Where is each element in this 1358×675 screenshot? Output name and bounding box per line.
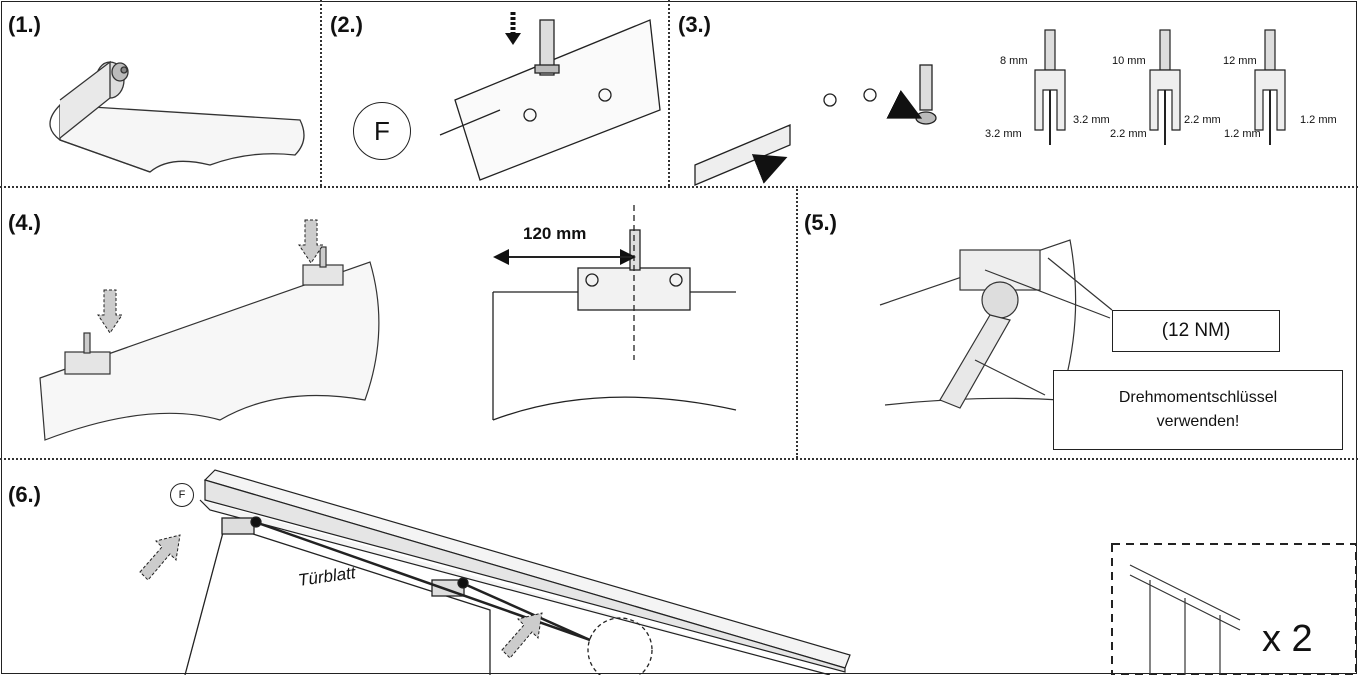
step6-multiplier: x 2 (1262, 618, 1313, 660)
step-6-label: (6.) (8, 482, 41, 507)
divider-1-2 (320, 0, 322, 186)
step3-v3-top: 12 mm (1223, 55, 1257, 67)
step6-push-arrows (139, 534, 543, 659)
step3-v2-left: 2.2 mm (1110, 128, 1147, 140)
step2-down-arrow (505, 12, 521, 45)
step1-roller-illustration (49, 60, 305, 173)
step3-v3-right: 1.2 mm (1300, 114, 1337, 126)
step-5-label: (5.) (804, 210, 837, 235)
step4-distance-label: 120 mm (523, 224, 587, 243)
step4-down-arrows (97, 219, 324, 334)
step2-clamp-illustration (439, 19, 661, 181)
step3-v3-left: 1.2 mm (1224, 128, 1261, 140)
step5-torque-box: (12 NM) (1112, 310, 1280, 352)
step5-note-line1: Drehmomentschlüssel (1118, 389, 1278, 406)
step6-marker-text: F (178, 489, 186, 501)
step6-inset-frame (1111, 543, 1357, 675)
step2-marker-circle: F (353, 102, 411, 160)
step5-torque-illustration (879, 239, 1113, 409)
step4-detail (492, 205, 737, 421)
step3-clamp-illustration (694, 64, 937, 186)
step-3-label: (3.) (678, 12, 711, 37)
step6-marker-circle: F (170, 483, 194, 507)
step6-inset-illustration (1129, 564, 1241, 675)
step3-v2-right: 2.2 mm (1184, 114, 1221, 126)
divider-row-2 (0, 458, 1358, 460)
step5-torque-text: (12 NM) (1161, 320, 1231, 341)
divider-row-1 (0, 186, 1358, 188)
step-4-label: (4.) (8, 210, 41, 235)
step4-glass-illustration (39, 246, 380, 441)
divider-2-3 (668, 0, 670, 186)
step-2-label: (2.) (330, 12, 363, 37)
step5-note-box: Drehmomentschlüssel verwenden! (1053, 370, 1343, 450)
step6-rail-illustration (199, 469, 851, 675)
step-1-label: (1.) (8, 12, 41, 37)
divider-4-5 (796, 186, 798, 458)
step3-v1-right: 3.2 mm (1073, 114, 1110, 126)
step5-note-line2: verwenden! (1156, 413, 1240, 430)
step2-marker-text: F (374, 115, 390, 146)
step3-profile-variants (1034, 29, 1286, 145)
step3-v1-left: 3.2 mm (985, 128, 1022, 140)
step3-v2-top: 10 mm (1112, 55, 1146, 67)
step3-v1-top: 8 mm (1000, 55, 1028, 67)
